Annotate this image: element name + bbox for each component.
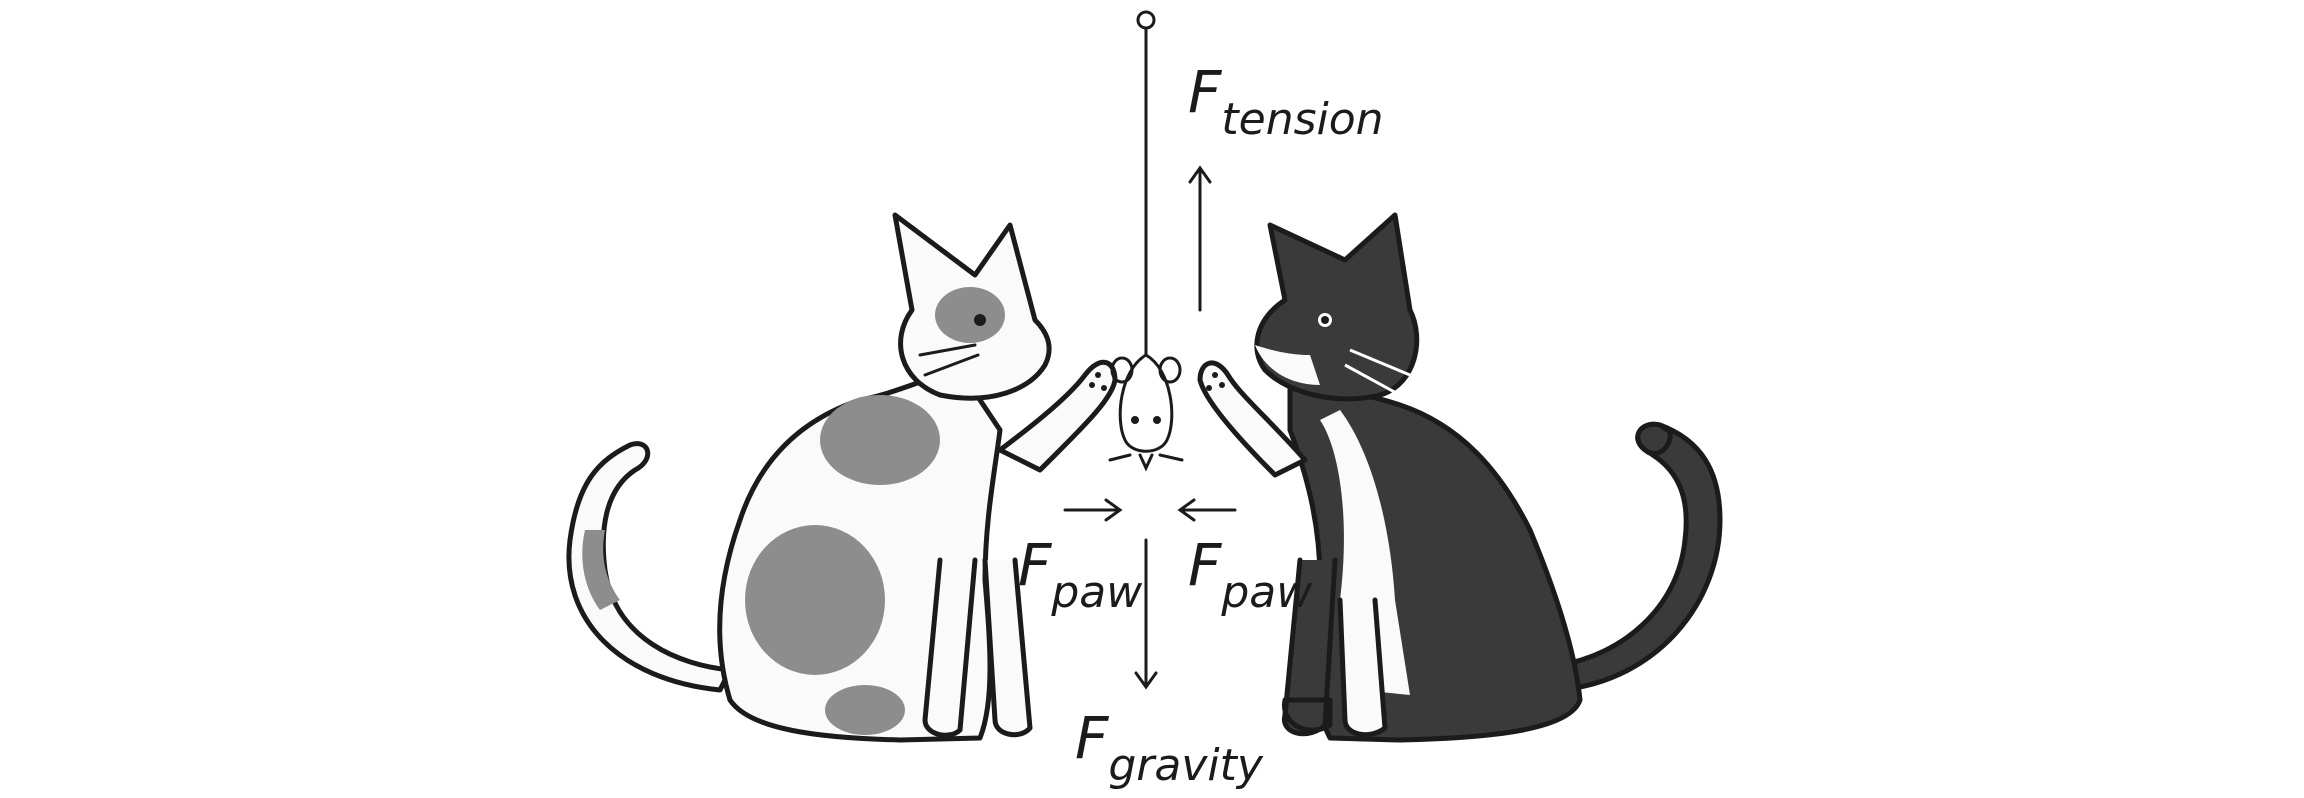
tuxedo-cat-tail [1557,421,1723,693]
calico-cat-paw [997,360,1118,473]
gravity-label: Fgravity [1075,704,1264,791]
tension-label: Ftension [1188,58,1384,145]
paw-label-right: Fpaw [1188,531,1313,618]
tuxedo-cat-paw [1197,360,1308,478]
calico-cat-tail [566,441,733,693]
tension-arrow [1188,165,1212,312]
string [1136,10,1156,357]
paw-label-left: Fpaw [1018,531,1143,618]
paw-arrow-right [1177,498,1237,522]
gravity-arrow [1134,538,1158,690]
tuxedo-cat-head [1254,212,1420,402]
paw-arrow-left [1063,498,1123,522]
tuxedo-cat [1197,212,1723,743]
mouse-toy [1108,353,1184,472]
calico-cat [566,212,1118,743]
